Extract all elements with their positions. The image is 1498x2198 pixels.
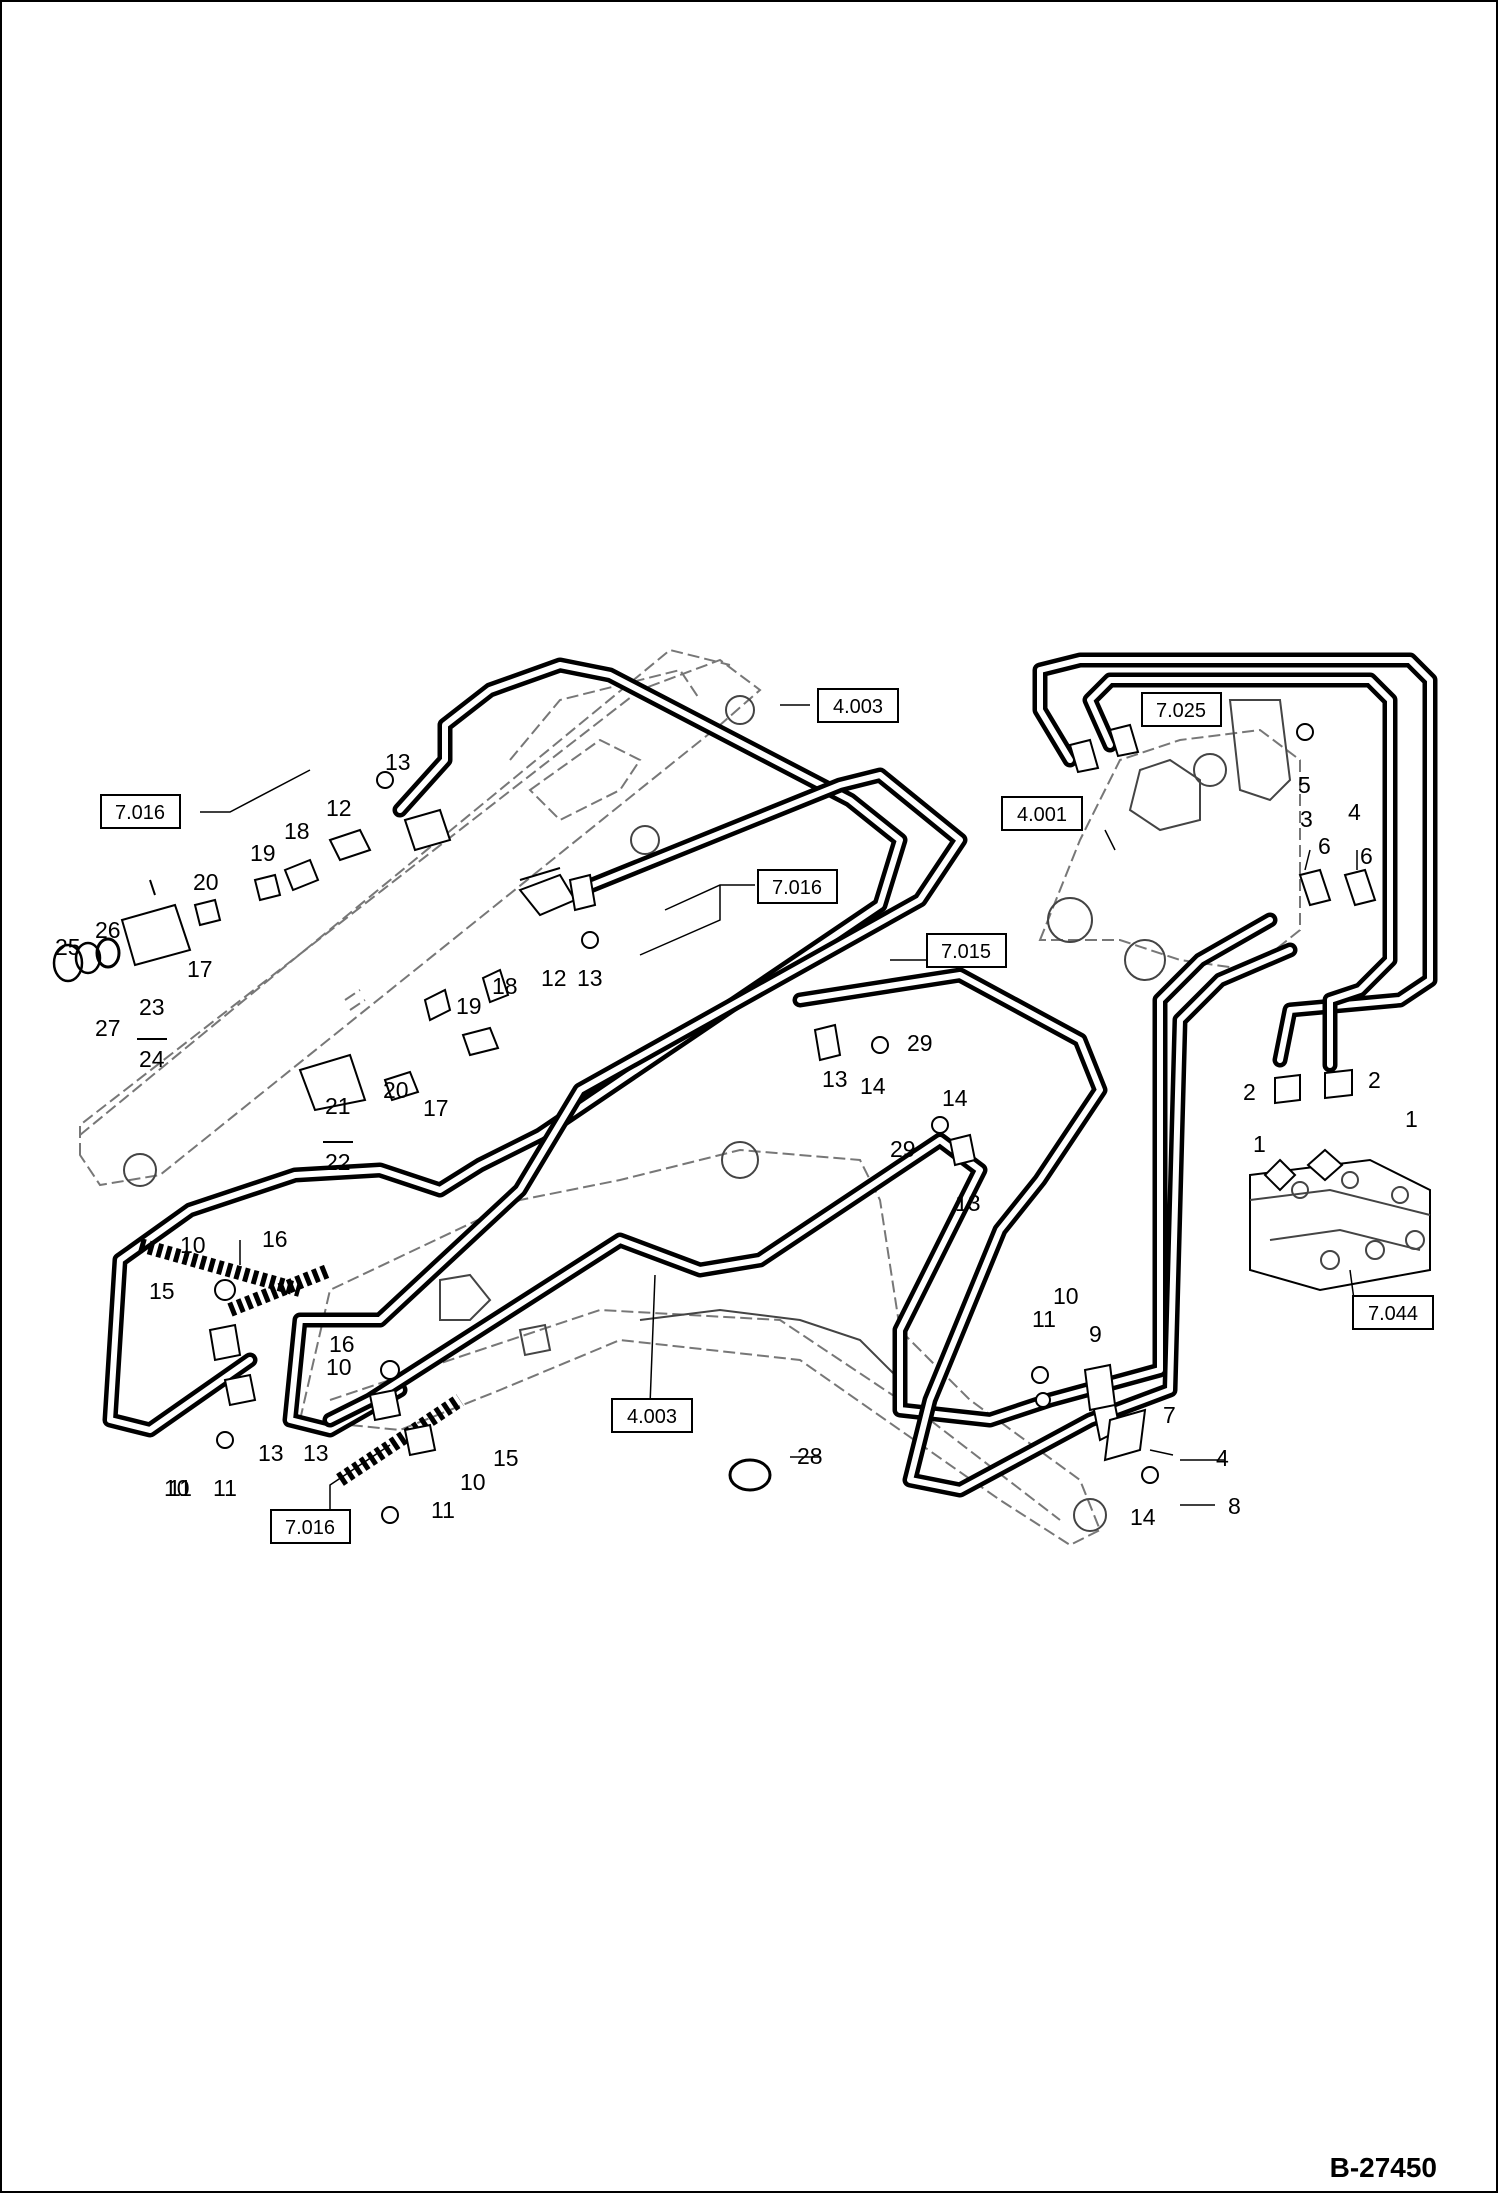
callout: 24 xyxy=(139,1046,165,1072)
callout: 1 xyxy=(1253,1131,1266,1157)
callout: 10 xyxy=(1053,1283,1079,1309)
callout: 29 xyxy=(907,1030,933,1056)
callout: 16 xyxy=(262,1226,288,1252)
callout: 14 xyxy=(860,1073,886,1099)
callout: 6 xyxy=(1318,833,1331,859)
callout: 18 xyxy=(492,973,518,999)
callout: 27 xyxy=(95,1015,121,1041)
ref-label: 7.016 xyxy=(285,1517,335,1539)
ref-label: 7.044 xyxy=(1368,1303,1418,1325)
callout: 13 xyxy=(822,1066,848,1092)
lower-boom-outline xyxy=(298,1141,1107,1547)
callout: 13 xyxy=(258,1440,284,1466)
ref-label: 7.016 xyxy=(115,802,165,824)
callout: 5 xyxy=(1298,772,1311,798)
callout: 19 xyxy=(456,993,482,1019)
callout: 2 xyxy=(1368,1067,1381,1093)
control-valve-block xyxy=(1249,1158,1431,1292)
callout: 14 xyxy=(942,1085,968,1111)
callout: 13 xyxy=(577,965,603,991)
ref-label: 4.003 xyxy=(833,696,883,718)
callout: 13 xyxy=(385,749,411,775)
callout: 11 xyxy=(168,1475,192,1501)
upper-arm-outline xyxy=(79,648,762,1187)
callout: 6 xyxy=(1360,843,1373,869)
callout: 10 xyxy=(180,1232,206,1258)
callout: 14 xyxy=(1130,1504,1156,1530)
callout: 13 xyxy=(303,1440,329,1466)
callout: 9 xyxy=(1089,1321,1102,1347)
callout: 2 xyxy=(1243,1079,1256,1105)
callout: 21 xyxy=(325,1093,351,1119)
callout: 10 xyxy=(326,1354,352,1380)
callout: 20 xyxy=(193,869,219,895)
boom-foot-outline xyxy=(1038,699,1301,981)
callout: 13 xyxy=(955,1190,981,1216)
callout: 12 xyxy=(541,965,567,991)
callout: 23 xyxy=(139,994,165,1020)
callout: 17 xyxy=(187,956,213,982)
callout: 8 xyxy=(1228,1493,1241,1519)
callout: 4 xyxy=(1216,1445,1229,1471)
ref-label: 4.001 xyxy=(1017,804,1067,826)
callout: 11 xyxy=(431,1497,455,1523)
ref-label: 7.015 xyxy=(941,941,991,963)
fraction-bars xyxy=(137,1038,353,1143)
reference-boxes: 7.016 7.016 7.016 4.003 4.003 4.001 7.02… xyxy=(100,688,1434,1544)
callout: 7 xyxy=(1163,1402,1176,1428)
callout: 22 xyxy=(325,1149,351,1175)
hose-hatched-segments xyxy=(138,1238,464,1486)
callout: 15 xyxy=(149,1278,175,1304)
callout: 4 xyxy=(1348,799,1361,825)
callout: 19 xyxy=(250,840,276,866)
ref-label: 4.003 xyxy=(627,1406,677,1428)
callout: 10 xyxy=(164,1475,190,1501)
callout: 25 xyxy=(55,934,81,960)
callout: 17 xyxy=(423,1095,449,1121)
callout: 28 xyxy=(797,1443,823,1469)
callout: 16 xyxy=(329,1331,355,1357)
callout: 29 xyxy=(890,1136,916,1162)
ref-label: 7.025 xyxy=(1156,700,1206,722)
callout: 10 xyxy=(460,1469,486,1495)
callout: 11 xyxy=(213,1475,237,1501)
hose-clamps xyxy=(208,873,1117,1457)
ref-label: 7.016 xyxy=(772,877,822,899)
callout: 18 xyxy=(284,818,310,844)
hose-runs xyxy=(102,652,1438,1498)
callout: 11 xyxy=(1032,1306,1056,1332)
drawing-code: B-27450 xyxy=(1330,2152,1437,2183)
callout: 15 xyxy=(493,1445,519,1471)
callout: 3 xyxy=(1300,806,1313,832)
callout-numbers: 1 1 2 2 3 4 4 5 6 6 7 8 9 10 10 10 10 10… xyxy=(55,749,1418,1530)
callout: 20 xyxy=(383,1077,409,1103)
callout: 1 xyxy=(1405,1106,1418,1132)
hardware-parts xyxy=(52,723,1377,1524)
callout: 12 xyxy=(326,795,352,821)
callout: 26 xyxy=(95,917,121,943)
